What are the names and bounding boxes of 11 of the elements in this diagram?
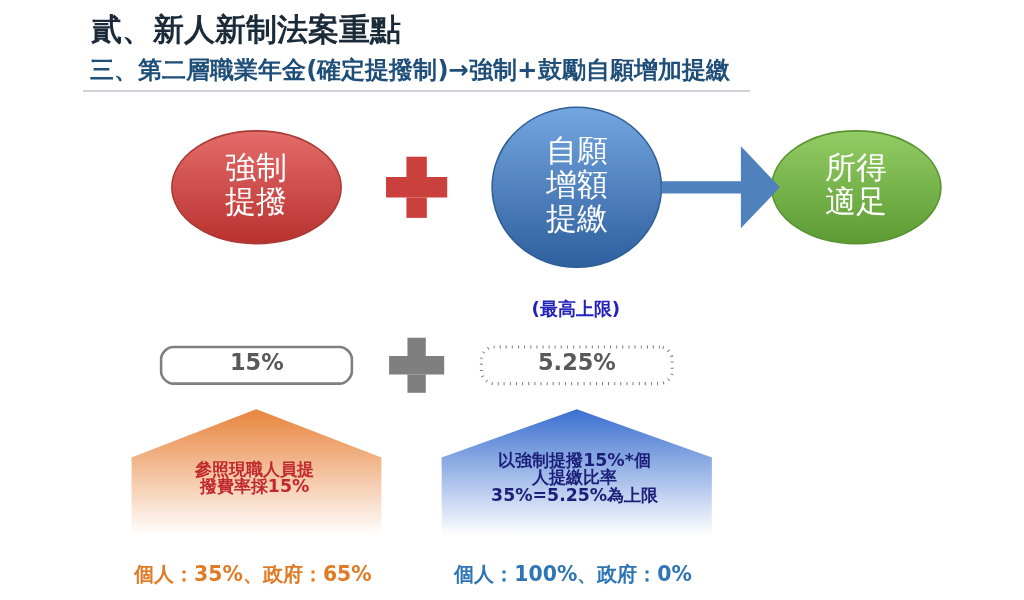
node-label: (最高上限) — [531, 297, 621, 319]
node-box: 5.25% — [479, 345, 674, 386]
diagram-title: 貳、新人新制法案重點 — [91, 11, 402, 47]
node-ellipse: 強制提撥 — [171, 130, 342, 245]
node-label: 個人：35%、政府：65% — [134, 561, 372, 586]
node-circle: 自願增額提繳 — [491, 106, 663, 269]
node-label: 個人：100%、政府：0% — [454, 561, 692, 586]
label: 三、第二層職業年金(確定提撥制)→強制+鼓勵自願增加提繳 — [90, 54, 730, 84]
node-box: 15% — [159, 345, 354, 385]
arrow — [661, 146, 780, 229]
node-ellipse: 所得適足 — [770, 130, 942, 245]
